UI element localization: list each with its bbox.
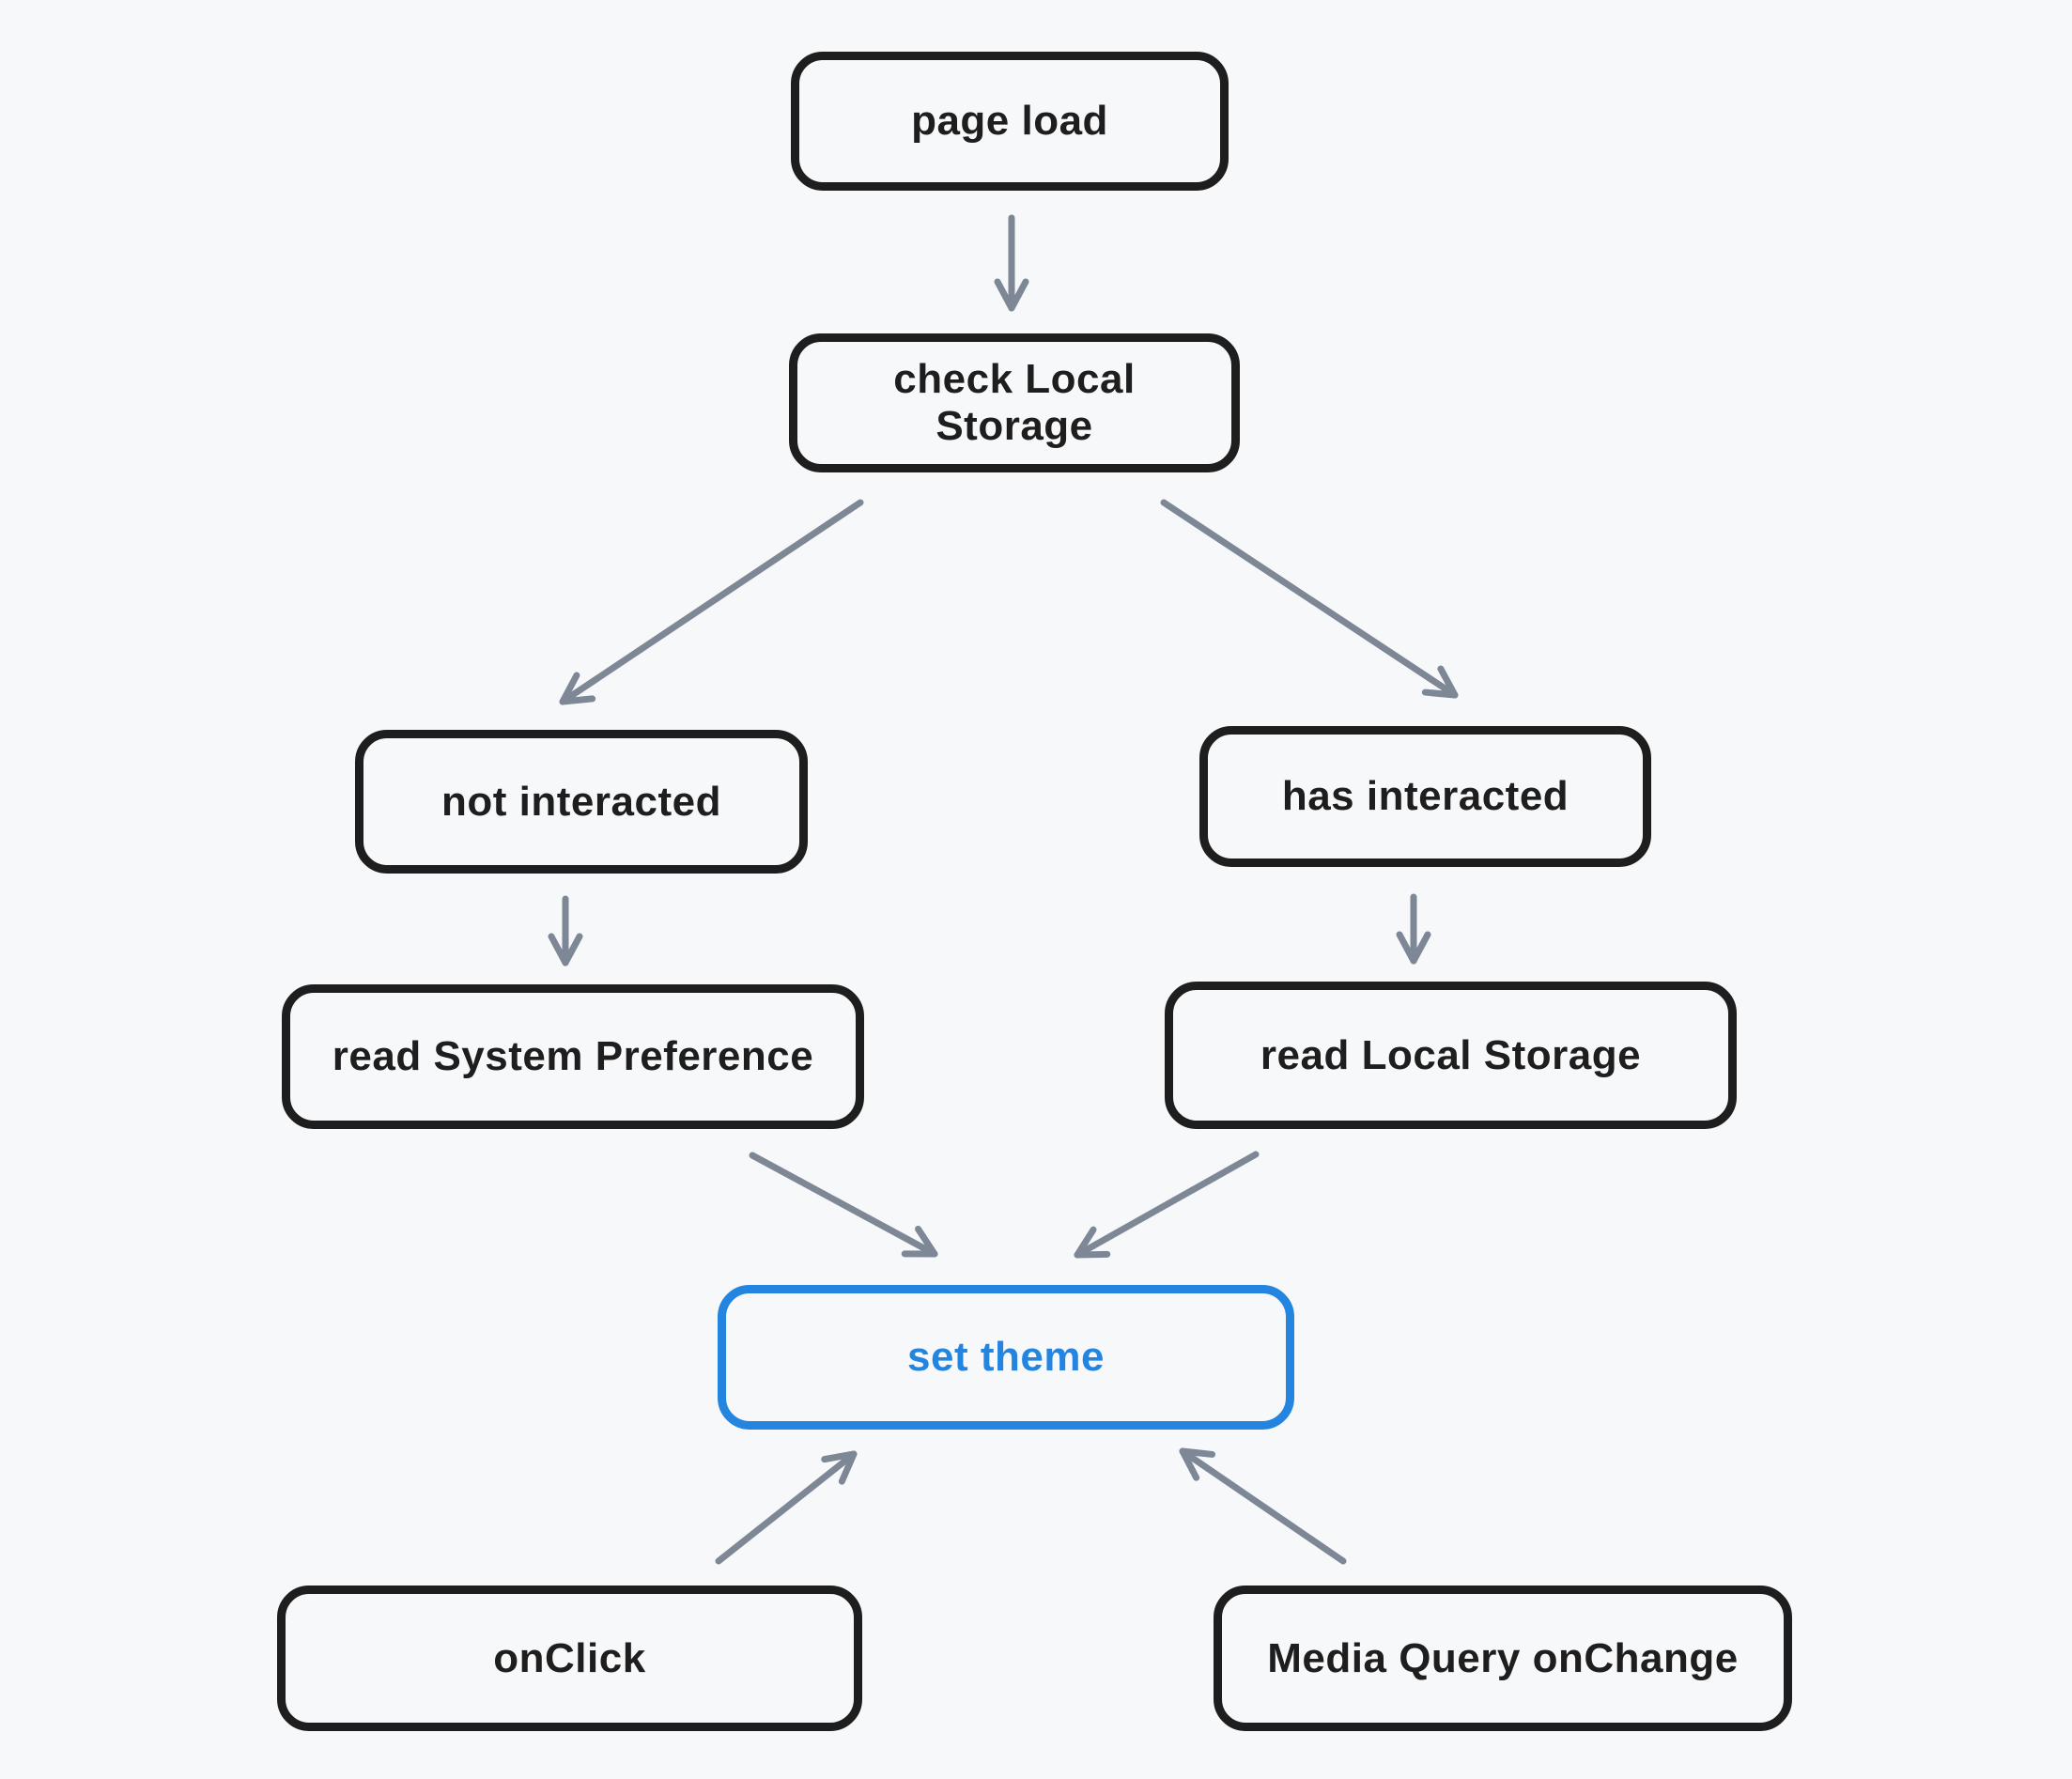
node-not-interacted-label: not interacted [441,778,721,825]
arrow-check-local-storage-to-not-interacted [559,499,864,705]
node-page-load: page load [791,52,1229,191]
node-read-local-storage-label: read Local Storage [1260,1031,1642,1078]
node-not-interacted: not interacted [355,730,808,874]
node-check-local-storage-label: check Local Storage [893,356,1136,449]
node-page-load-label: page load [911,98,1108,144]
arrow-read-local-storage-to-set-theme [1074,1151,1260,1259]
arrow-onclick-to-set-theme [715,1450,858,1565]
node-has-interacted-label: has interacted [1281,773,1569,819]
node-media-query-onchange-label: Media Query onChange [1267,1634,1739,1681]
node-media-query-onchange: Media Query onChange [1214,1586,1792,1731]
node-read-system-preference-label: read System Preference [332,1033,814,1079]
node-set-theme-label: set theme [907,1334,1105,1380]
node-onclick-label: onClick [493,1634,646,1681]
node-read-local-storage: read Local Storage [1165,982,1737,1129]
node-check-local-storage: check Local Storage [789,333,1240,472]
node-has-interacted: has interacted [1199,726,1651,867]
node-read-system-preference: read System Preference [282,984,864,1129]
arrow-read-system-preference-to-set-theme [749,1152,938,1258]
node-set-theme: set theme [718,1285,1294,1430]
arrow-media-query-onchange-to-set-theme [1179,1447,1347,1565]
node-onclick: onClick [277,1586,862,1731]
arrow-check-local-storage-to-has-interacted [1160,499,1459,699]
